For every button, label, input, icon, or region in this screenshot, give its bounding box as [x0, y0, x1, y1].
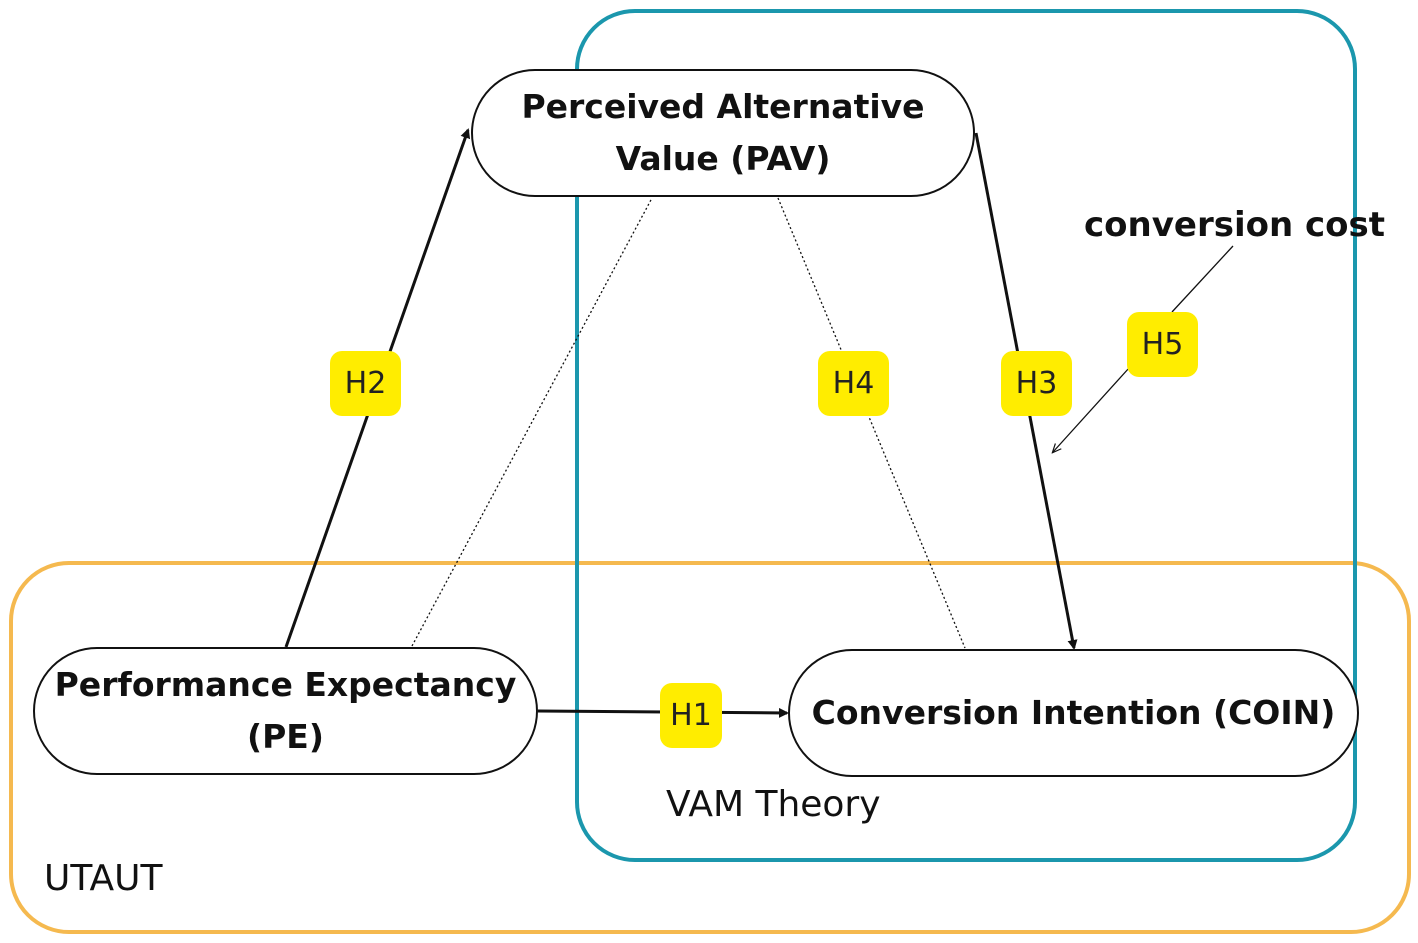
edge-h4-pav-to-coin-dotted [777, 197, 966, 649]
node-perceived-alternative-value: Perceived Alternative Value (PAV) [471, 69, 975, 197]
node-pav-line1: Perceived Alternative [521, 87, 925, 126]
hypothesis-h4-badge: H4 [818, 351, 889, 416]
node-performance-expectancy: Performance Expectancy (PE) [33, 647, 538, 775]
edge-h5-moderator-lower [1053, 367, 1130, 452]
node-pe-line1: Performance Expectancy [54, 665, 517, 704]
node-pe-line2: (PE) [247, 717, 324, 756]
hypothesis-h1-badge: H1 [660, 683, 722, 748]
moderator-conversion-cost-label: conversion cost [1084, 205, 1386, 245]
edge-h4-pe-to-pav-dotted [411, 197, 653, 647]
hypothesis-h5-badge: H5 [1127, 312, 1198, 377]
hypothesis-h2-badge: H2 [330, 351, 401, 416]
utaut-frame [9, 561, 1411, 934]
hypothesis-h3-badge: H3 [1001, 351, 1072, 416]
node-conversion-intention: Conversion Intention (COIN) [788, 649, 1359, 777]
node-coin-line1: Conversion Intention (COIN) [811, 693, 1336, 732]
edge-h5-moderator-upper [1171, 245, 1234, 313]
vam-theory-frame [575, 9, 1357, 862]
utaut-label: UTAUT [44, 858, 163, 899]
vam-theory-label: VAM Theory [666, 784, 881, 825]
node-pav-line2: Value (PAV) [615, 139, 831, 178]
